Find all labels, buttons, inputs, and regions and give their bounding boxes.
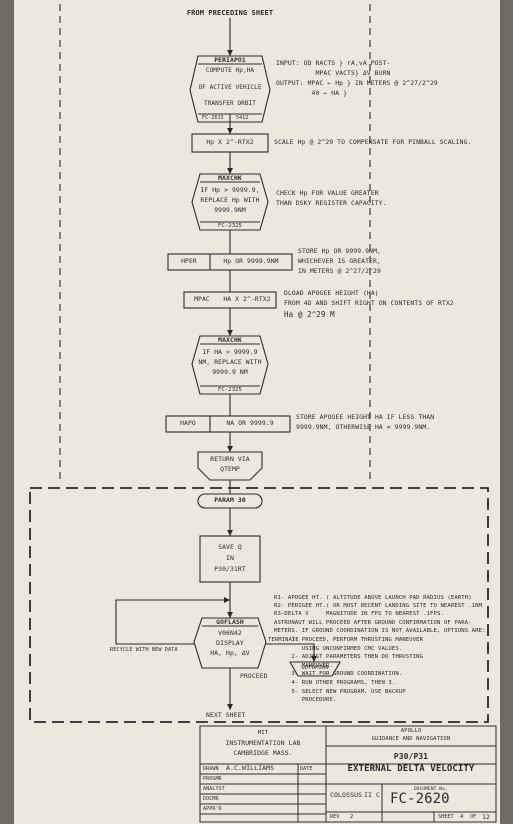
title-line-1: P30/P31 — [393, 752, 429, 761]
header-label: FROM PRECEDING SHEET — [186, 9, 274, 17]
docmr-label: DOCMR — [203, 796, 219, 802]
goflash-body-3: HA, Hp, ΔV — [210, 649, 250, 657]
periapo-note-3: OUTPUT: MPAC ← Hp } IN METERS @ 2^27/2^2… — [276, 79, 438, 87]
org-line-3: CAMBRIDGE MASS. — [233, 749, 293, 757]
goflash-body-1: V06N42 — [218, 629, 242, 637]
register-note-12: 5- SELECT NEW PROGRAM, USE BACKUP — [274, 688, 406, 695]
next-sheet-label: NEXT SHEET — [206, 711, 246, 719]
maxchk2-body-2: NM, REPLACE WITH — [198, 358, 262, 366]
maxchk1-body-2: REPLACE Hp WITH — [200, 196, 260, 204]
flowchart-lines — [29, 4, 497, 823]
periapo-body-1: COMPUTE Hp,HA — [205, 67, 255, 74]
program-line-2: GUIDANCE AND NAVIGATION — [371, 736, 451, 742]
periapo-note-2: MPAC VACTS} ΔV BURN — [276, 69, 391, 77]
saveq-line-1: SAVE Q — [218, 543, 242, 551]
register-note-3: R3-DELTA V MAGNITUDE IN FPS TO NEAREST .… — [274, 611, 444, 618]
register-note-10: 3- WAIT FOR GROUND COORDINATION. — [274, 671, 403, 678]
mpac-note-3: Ha @ 2^29 M — [284, 310, 335, 319]
register-note-11: 4- RUN OTHER PROGRAMS, THEN 3. — [274, 680, 396, 686]
hapo-box-right: NA OR 9999.9 — [226, 419, 274, 427]
colossus-label: COLOSSUS — [330, 791, 363, 799]
title-line-2: EXTERNAL DELTA VELOCITY — [347, 764, 475, 774]
saveq-line-2: IN — [226, 554, 234, 562]
mpac-note-1: DLOAD APOGEE HEIGHT (HA) — [284, 289, 379, 297]
hapo-box-left: HAPO — [180, 419, 196, 427]
periapo-ref: FC-2615 — [202, 115, 224, 121]
maxchk2-body-1: IF HA > 9999.9 — [202, 348, 258, 356]
mpac-note-2: FROM 4D AND SHIFT RIGHT ON CONTENTS OF R… — [284, 299, 454, 307]
hper-note-2: WHICHEVER IS GREATER, — [298, 257, 381, 265]
periapo-title: PERIAPO1 — [214, 56, 246, 64]
org-line-2: INSTRUMENTATION LAB — [225, 739, 301, 747]
periapo-note-1: INPUT: OD RACTS } rA,vA POST- — [276, 59, 391, 67]
periapo-note-4: 40 ← HA } — [276, 89, 348, 97]
maxchk1-body-1: IF Hp > 9999.9, — [200, 186, 260, 194]
hp-scale-note: SCALE Hp @ 2^29 TO COMPENSATE FOR PINBAL… — [274, 138, 472, 146]
rev-value: 2 — [350, 814, 354, 820]
register-note-13: PROCEDURE. — [274, 697, 337, 704]
hp-scale-box: Hp X 2^-RTX2 — [206, 138, 254, 146]
maxchk1-body-3: 9999.9NM — [214, 206, 246, 214]
flowchart-sheet: FROM PRECEDING SHEET PERIAPO1 COMPUTE Hp… — [14, 0, 500, 824]
hper-note-1: STORE Hp OR 9999.9NM, — [298, 247, 381, 255]
periapo-ref2: 5412 — [236, 115, 249, 121]
register-note-8: 2- ADJUST PARAMETERS THEN DO THRUSTING — [274, 654, 424, 661]
maxchk2-ref: FC-2325 — [218, 387, 242, 393]
doc-no-label: DOCUMENT No. — [414, 787, 448, 792]
recycle-label: RECYCLE WITH NEW DATA — [110, 647, 178, 653]
date-label: DATE — [300, 766, 313, 772]
drawn-label: DRAWN — [203, 766, 219, 772]
progmr-label: PROGMR — [203, 776, 222, 782]
hapo-note-2: 9999.9NM, OTHERWISE HA = 9999.9NM. — [296, 423, 431, 431]
register-note-4: ASTRONAUT WILL PROCEED AFTER GROUND CONF… — [274, 619, 472, 626]
return-line-1: RETURN VIA — [210, 455, 250, 463]
periapo-body-3: TRANSFER ORBIT — [204, 100, 256, 107]
apprd-label: APPR'D — [203, 806, 222, 812]
register-note-9: MANEUVER. — [274, 662, 333, 669]
maxchk1-note-2: THAN DSKY REGISTER CAPACITY. — [276, 199, 387, 207]
mpac-box-left: MPAC — [194, 295, 210, 303]
terminate-label: TERMINATE — [268, 637, 299, 643]
register-note-6: 1- PROCEED, PERFORM THRUSTING MANEUVER — [274, 637, 424, 643]
program-line-1: APOLLO — [400, 728, 422, 734]
register-note-7: USING UNCONFIRMED CMC VALUES. — [274, 645, 403, 652]
periapo-body-2: OF ACTIVE VEHICLE — [198, 84, 262, 91]
mpac-box-right: HA X 2^-RTX2 — [223, 295, 271, 303]
maxchk2-body-3: 9999.9 NM — [212, 368, 248, 376]
analyst-label: ANALYST — [203, 786, 225, 792]
proceed-label: PROCEED — [240, 672, 268, 680]
hapo-note-1: STORE APOGEE HEIGHT HA IF LESS THAN — [296, 413, 435, 421]
hper-box-left: HPER — [181, 257, 197, 265]
hper-note-3: IN METERS @ 2^27/2^29 — [298, 267, 381, 275]
return-line-2: QTEMP — [220, 465, 240, 473]
maxchk1-title: MAXCHK — [218, 174, 242, 182]
maxchk1-note-1: CHECK Hp FOR VALUE GREATER — [276, 189, 379, 197]
colossus-version: II C — [364, 791, 381, 799]
sheet-label: SHEET — [438, 814, 454, 820]
doc-no: FC-2620 — [390, 791, 450, 807]
param30-label: PARAM 30 — [214, 496, 246, 504]
of-value: 12 — [482, 813, 491, 821]
org-line-1: MIT — [257, 730, 269, 736]
drawn-by: A.C.WILLIAMS — [226, 764, 275, 772]
goflash-body-2: DISPLAY — [216, 639, 244, 647]
of-label: OF — [470, 814, 477, 820]
register-note-2: R2- PERIGEE HT.( OR MOST RECENT LANDING … — [274, 602, 483, 609]
register-note-1: R1- APOGEE HT. ( ALTITUDE ABOVE LAUNCH P… — [274, 595, 472, 601]
sheet-value: 4 — [460, 814, 464, 820]
saveq-line-3: P30/31RT — [214, 565, 246, 573]
goflash-title: GOFLASH — [216, 618, 244, 626]
hper-box-right: Hp OR 9999.9NM — [223, 257, 279, 265]
maxchk2-title: MAXCHK — [218, 336, 242, 344]
maxchk1-ref: FC-2325 — [218, 223, 242, 229]
gotopoon-label: GOTOPOON — [301, 665, 329, 671]
register-note-5: METERS. IF GROUND COORDINATION IS NOT AV… — [274, 628, 486, 635]
rev-label: REV — [330, 814, 340, 820]
